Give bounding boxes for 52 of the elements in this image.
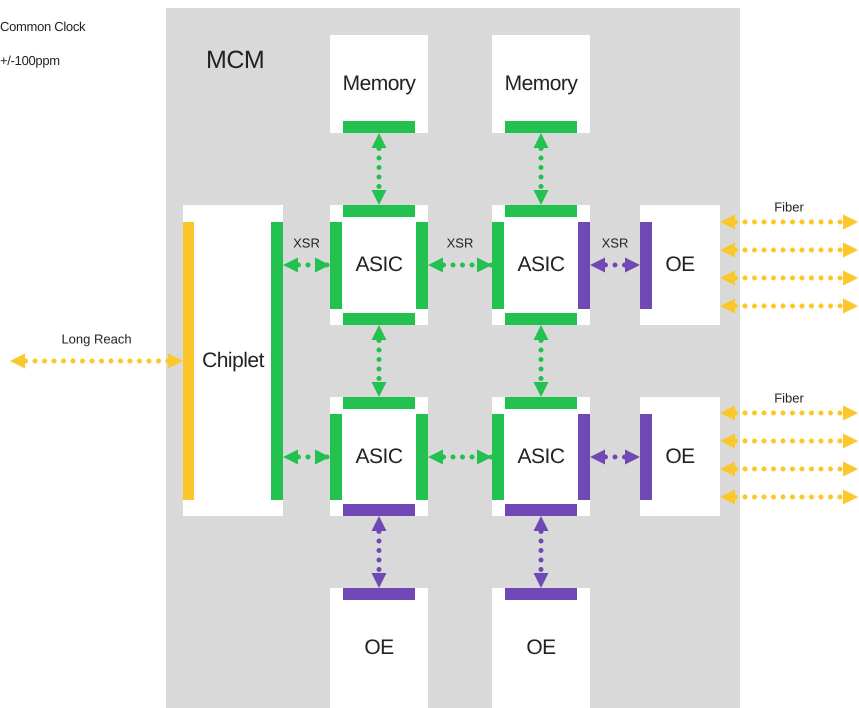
block-label: OE	[526, 636, 556, 660]
block-label: OE	[665, 444, 695, 468]
block-label: OE	[665, 253, 695, 277]
chip-block	[640, 205, 720, 325]
chip-block	[492, 205, 590, 325]
block-label: ASIC	[517, 444, 564, 468]
package-title: MCM	[206, 46, 264, 75]
dotted-arrow	[718, 434, 859, 448]
dotted-arrow	[718, 462, 859, 476]
dotted-arrow	[718, 490, 859, 504]
edge-label: Fiber	[772, 200, 806, 214]
dotted-arrow	[280, 450, 332, 464]
dotted-arrow	[534, 514, 548, 590]
dotted-arrow	[280, 258, 332, 272]
chip-block	[492, 35, 590, 133]
dotted-arrow	[426, 450, 494, 464]
dotted-arrow	[372, 322, 386, 400]
chip-block	[330, 397, 428, 516]
dotted-arrow	[718, 270, 859, 286]
dotted-arrow	[426, 258, 494, 272]
block-label: Memory	[504, 72, 578, 96]
edge-label: XSR	[444, 236, 476, 250]
block-label: ASIC	[355, 253, 402, 277]
chip-block	[640, 397, 720, 516]
dotted-arrow	[718, 242, 859, 258]
dotted-arrow	[372, 514, 386, 590]
dotted-arrow	[588, 258, 642, 272]
dotted-arrow	[534, 130, 548, 208]
chip-block	[330, 588, 428, 708]
edge-label: XSR	[291, 236, 322, 250]
block-label: OE	[364, 636, 394, 660]
dotted-arrow	[588, 450, 642, 464]
edge-label: XSR	[600, 236, 630, 250]
dotted-arrow	[534, 322, 548, 400]
note-text: +/-100ppm	[0, 53, 60, 68]
dotted-arrow	[718, 298, 859, 314]
package-area	[166, 8, 740, 708]
chip-block	[183, 205, 283, 516]
dotted-arrow	[372, 130, 386, 208]
chip-block	[492, 588, 590, 708]
note-text: Common Clock	[0, 19, 86, 34]
block-label: ASIC	[355, 444, 402, 468]
block-label: Chiplet	[202, 348, 264, 372]
dotted-arrow	[718, 214, 859, 230]
chip-block	[330, 35, 428, 133]
block-label: Memory	[342, 72, 416, 96]
chip-block	[492, 397, 590, 516]
dotted-arrow	[8, 354, 186, 368]
edge-label: Fiber	[772, 390, 806, 406]
dotted-arrow	[718, 406, 859, 420]
block-label: ASIC	[517, 253, 564, 277]
chip-block	[330, 205, 428, 325]
